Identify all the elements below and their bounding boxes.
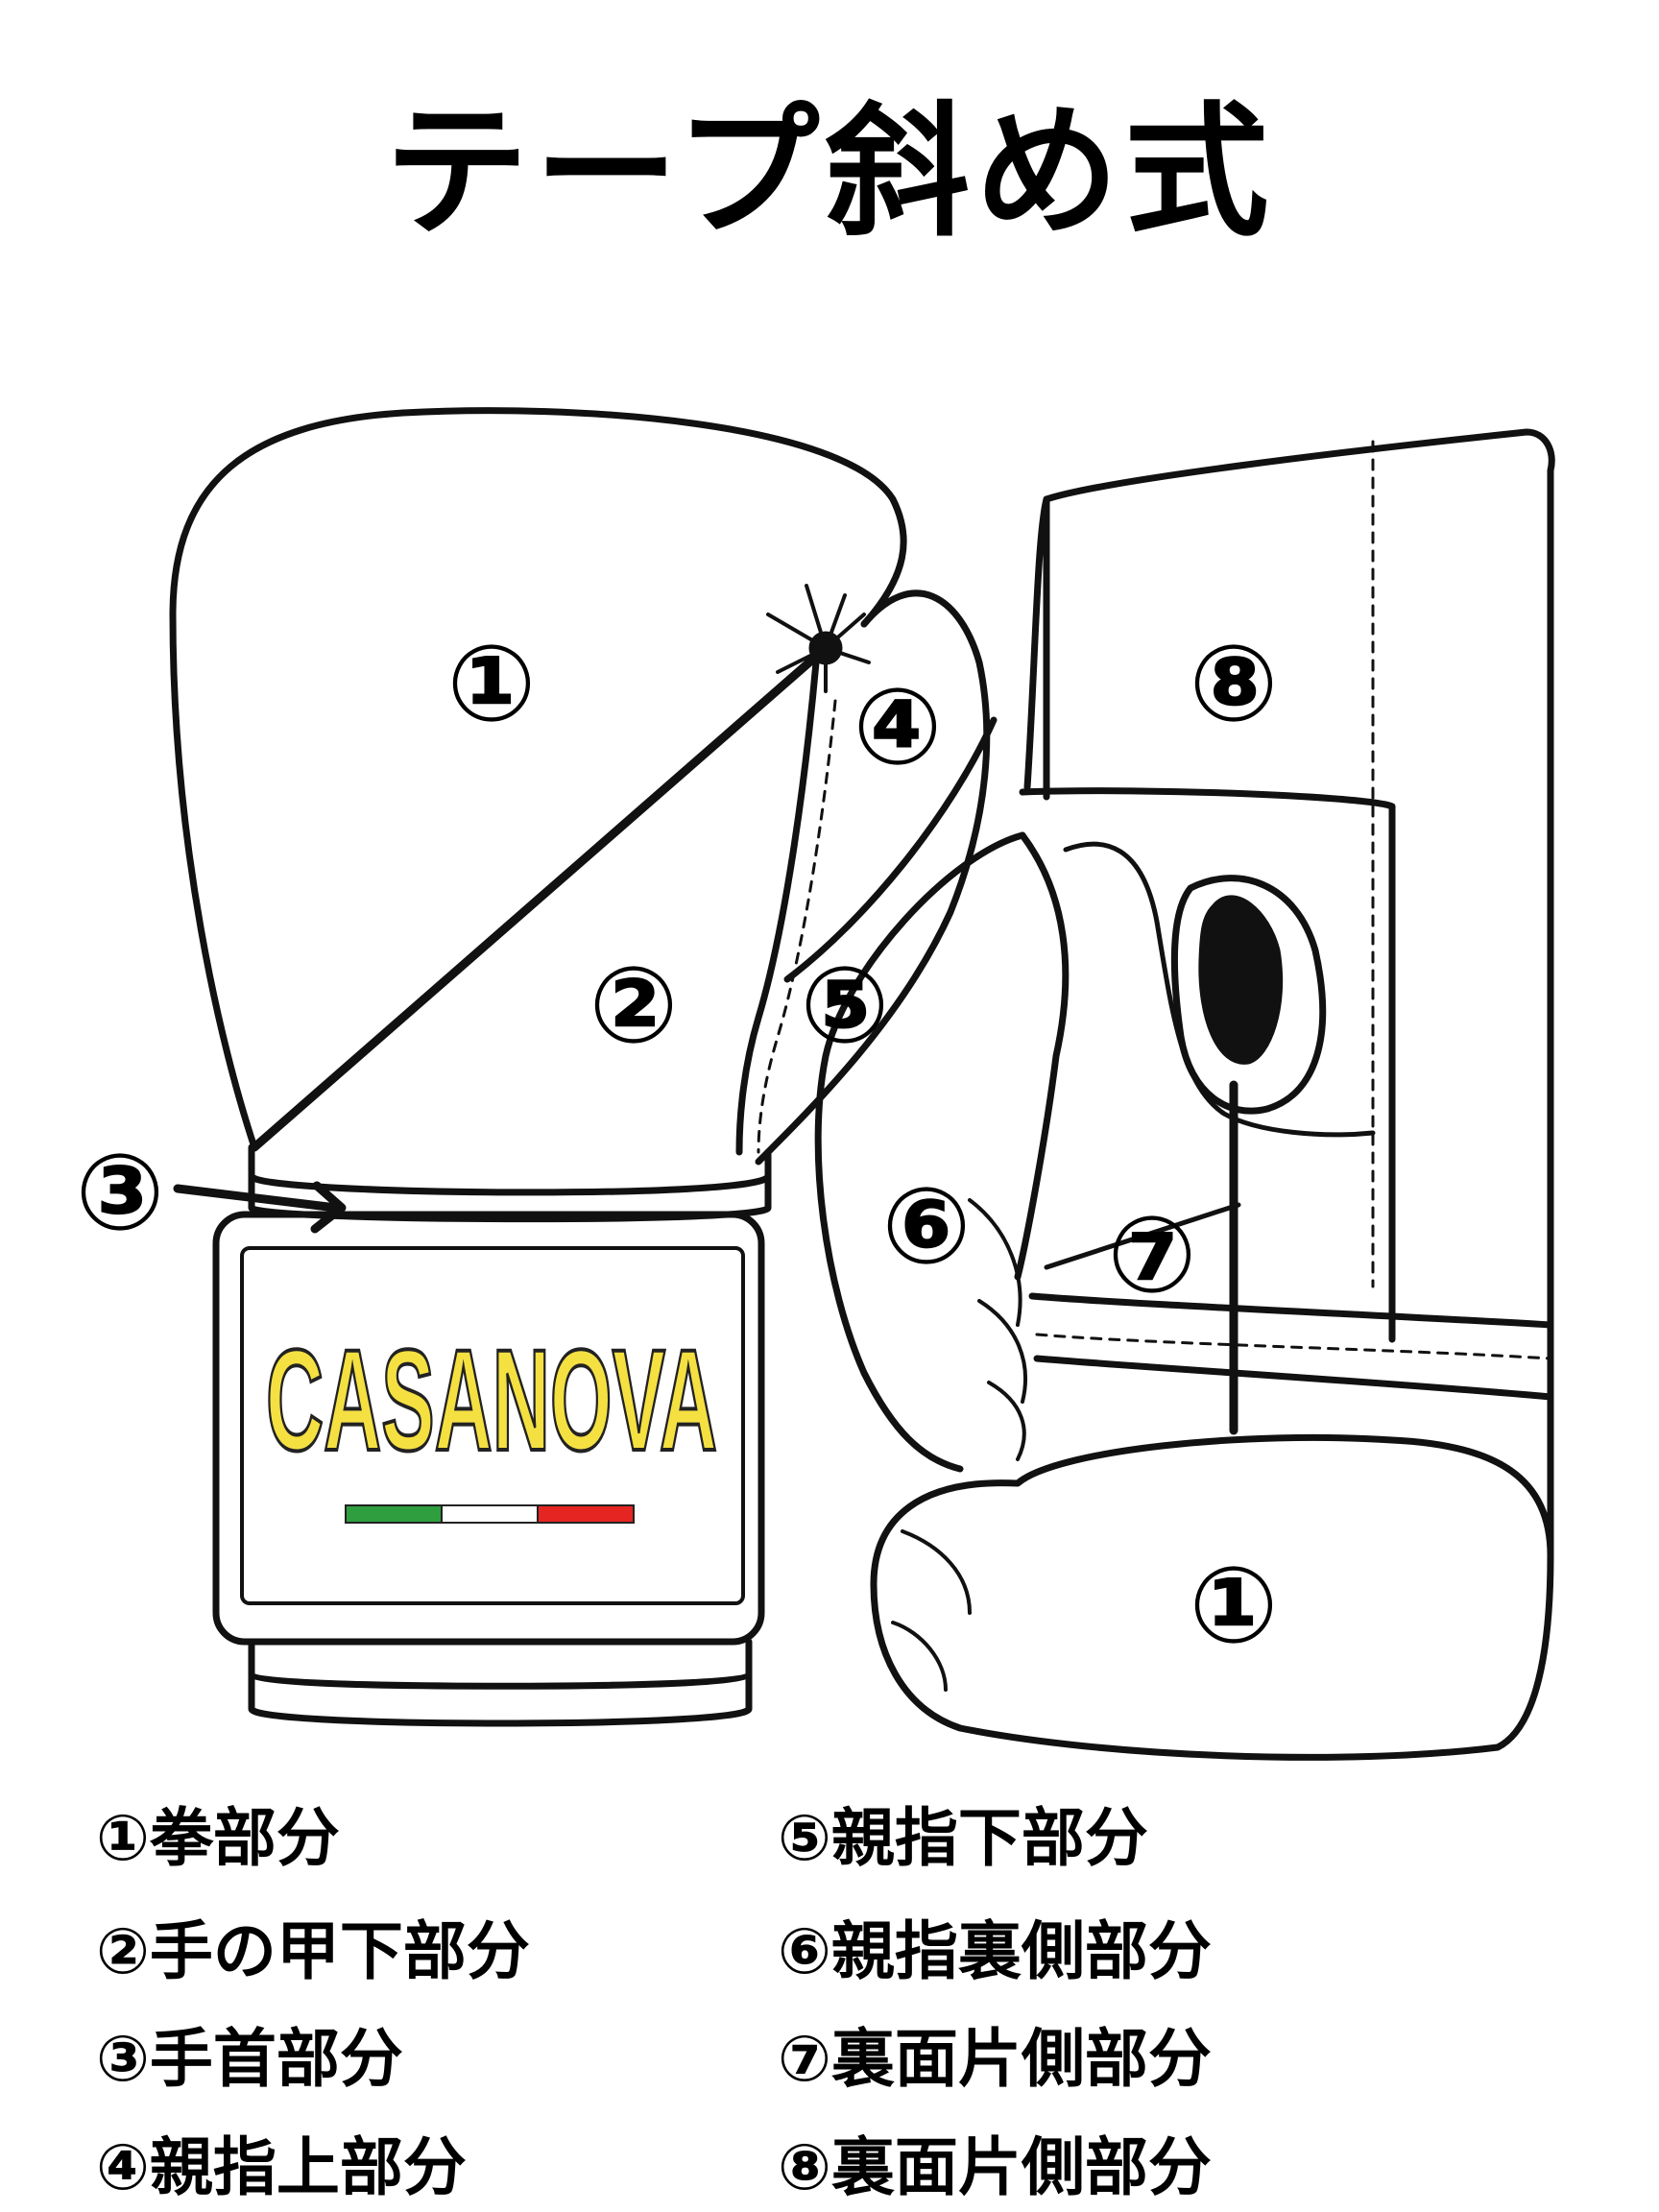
legend-right-6: ⑥親指裏側部分 [778,1920,1212,1984]
marker-left-1: ① [446,622,536,745]
right-glove [818,432,1551,1757]
legend-right-7: ⑦裏面片側部分 [778,2028,1212,2091]
legend-left-3: ③手首部分 [96,2028,403,2091]
marker-left-5: ⑤ [800,944,889,1067]
legend-left-4: ④親指上部分 [96,2136,467,2200]
marker-right-1: ① [1189,1544,1278,1667]
legend-left-1: ①拳部分 [96,1807,340,1870]
tape-diagonal-line [254,648,826,1147]
marker-right-8: ⑧ [1189,622,1278,745]
flag-green [346,1505,442,1523]
marker-right-7: ⑦ [1107,1193,1196,1316]
marker-left-4: ④ [853,665,942,788]
wrist-arrow [178,1189,336,1208]
marker-left-3: ③ [75,1131,164,1254]
casanova-logo-text: CASANOVA [266,1319,717,1480]
casanova-logo: CASANOVA [266,1319,717,1523]
right-glove-thumb [818,835,1022,1469]
flag-white [442,1505,538,1523]
left-glove-body [173,411,903,1147]
right-glove-body [1046,432,1551,1555]
marker-right-6: ⑥ [881,1165,971,1287]
left-glove [173,411,994,1723]
legend-right-5: ⑤親指下部分 [778,1807,1148,1870]
flag-red [538,1505,634,1523]
marker-left-2: ② [589,944,678,1067]
legend-right-8: ⑧裏面片側部分 [778,2136,1212,2200]
legend-left-2: ②手の甲下部分 [96,1920,530,1984]
